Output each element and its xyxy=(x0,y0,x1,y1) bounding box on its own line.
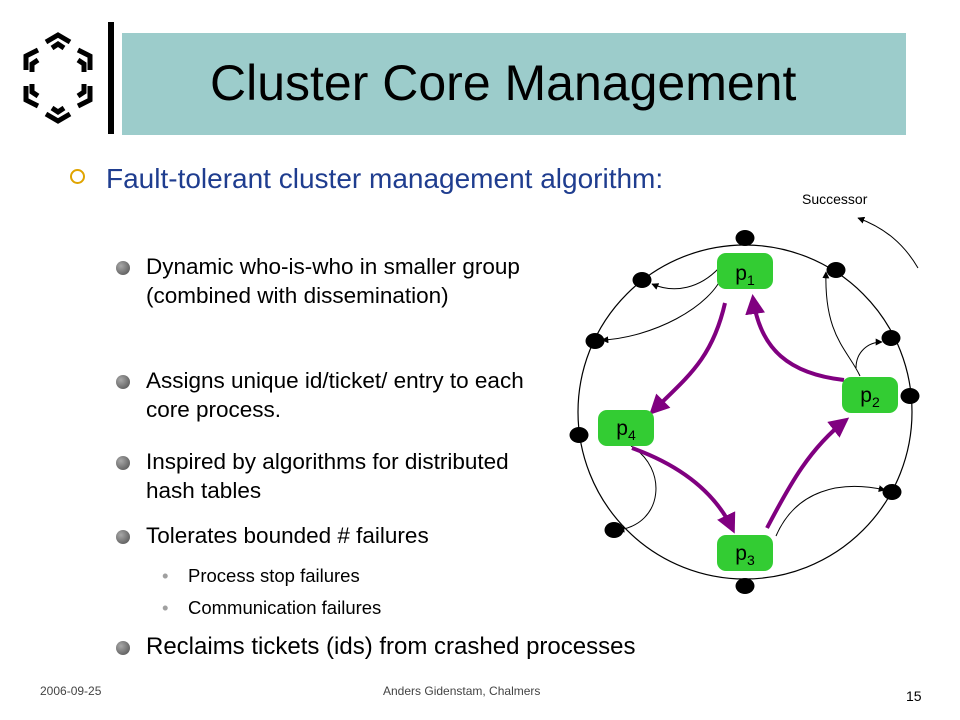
core-node-label: p xyxy=(860,384,872,407)
core-arrow-p1-p4 xyxy=(649,302,727,415)
core-node-subscript: 1 xyxy=(747,272,755,288)
sub-bullet-text: Tolerates bounded # failures xyxy=(146,523,429,548)
title-divider xyxy=(108,22,114,134)
core-node-subscript: 2 xyxy=(872,394,880,410)
core-node-subscript: 4 xyxy=(628,427,636,443)
sub-sub-bullet-text: Communication failures xyxy=(188,597,382,618)
svg-text:p4: p4 xyxy=(616,417,636,443)
footer-author: Anders Gidenstam, Chalmers xyxy=(383,684,541,698)
sub-sub-bullet-text: Process stop failures xyxy=(188,565,360,586)
chalmers-logo xyxy=(19,30,97,126)
core-node-label: p xyxy=(735,542,747,565)
core-node-p4: p4 xyxy=(598,410,654,446)
footer-date: 2006-09-25 xyxy=(40,684,102,698)
core-node-p2: p2 xyxy=(842,377,898,413)
bullet-ring-icon xyxy=(70,169,85,184)
arrow-p2-to-top xyxy=(822,271,861,377)
core-node-label: p xyxy=(735,262,747,285)
ring-node xyxy=(735,578,755,594)
page-number: 15 xyxy=(906,688,922,704)
arrow-p3-to-right xyxy=(775,485,886,537)
ring-node xyxy=(569,427,589,443)
main-bullet-text: Fault-tolerant cluster management algori… xyxy=(106,163,664,194)
bullet-small-dot-icon: • xyxy=(162,565,169,586)
core-node-subscript: 3 xyxy=(747,552,755,568)
core-arrow-p2-p1 xyxy=(745,294,845,382)
slide-title: Cluster Core Management xyxy=(210,55,797,111)
arrow-p2-to-right xyxy=(855,338,883,369)
ring-node xyxy=(881,330,901,346)
svg-text:p3: p3 xyxy=(735,542,755,568)
bullet-dot-icon xyxy=(116,530,130,544)
core-arrow-p4-p3 xyxy=(631,446,736,534)
sub-bullet-text: Inspired by algorithms for distributed h… xyxy=(146,449,509,503)
bullet-dot-icon xyxy=(116,641,130,655)
arrow-p1-to-left xyxy=(651,267,720,290)
core-node-p3: p3 xyxy=(717,535,773,571)
sub-bullet-text: Assigns unique id/ticket/ entry to each … xyxy=(146,368,524,422)
sub-bullet-text: Dynamic who-is-who in smaller group (com… xyxy=(146,254,520,308)
ring-node xyxy=(604,522,624,538)
successor-label: Successor xyxy=(802,191,868,207)
bullet-dot-icon xyxy=(116,375,130,389)
core-node-p1: p1 xyxy=(717,253,773,289)
arrow-p1-to-leftlow xyxy=(601,271,725,344)
core-node-label: p xyxy=(616,417,628,440)
bullet-small-dot-icon: • xyxy=(162,597,169,618)
bullet-dot-icon xyxy=(116,456,130,470)
svg-text:p2: p2 xyxy=(860,384,880,410)
successor-arrow xyxy=(857,216,919,269)
ring-diagram: Successor p1 p2 p3 xyxy=(569,191,920,594)
ring-node xyxy=(900,388,920,404)
svg-text:p1: p1 xyxy=(735,262,755,288)
ring-node xyxy=(632,272,652,288)
title-bar xyxy=(122,33,906,135)
arrow-p4-to-bottomleft xyxy=(617,445,657,533)
bullet-dot-icon xyxy=(116,261,130,275)
ring-node xyxy=(882,484,902,500)
sub-bullet-text: Reclaims tickets (ids) from crashed proc… xyxy=(146,633,636,660)
ring-node xyxy=(585,333,605,349)
core-arrow-p3-p2 xyxy=(765,417,850,529)
ring-node xyxy=(826,262,846,278)
ring-node xyxy=(735,230,755,246)
